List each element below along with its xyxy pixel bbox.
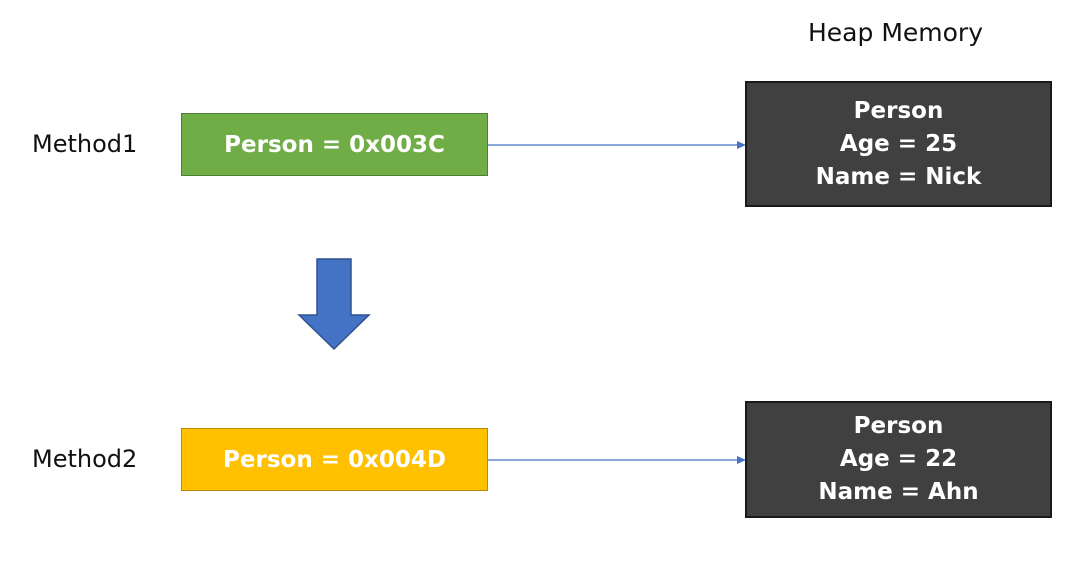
pointer-arrowhead-2 — [737, 456, 746, 464]
pointer-arrowhead-1 — [737, 141, 746, 149]
method1-reference-text: Person = 0x003C — [224, 131, 445, 158]
heap-memory-title: Heap Memory — [808, 18, 983, 47]
heap-object-1-type: Person — [853, 97, 944, 124]
method2-label: Method2 — [32, 445, 138, 473]
method1-reference-box: Person = 0x003C — [181, 113, 488, 176]
heap-object-2: Person Age = 22 Name = Ahn — [745, 401, 1052, 518]
heap-object-1-name: Name = Nick — [815, 163, 982, 190]
method2-reference-box: Person = 0x004D — [181, 428, 488, 491]
down-arrow-icon — [297, 258, 371, 351]
method1-label: Method1 — [32, 130, 138, 158]
heap-object-2-type: Person — [853, 413, 944, 439]
heap-object-2-name: Name = Ahn — [818, 479, 979, 505]
heap-object-1-age: Age = 25 — [839, 130, 958, 157]
method2-reference-text: Person = 0x004D — [223, 446, 446, 473]
heap-object-2-age: Age = 22 — [839, 446, 958, 472]
heap-object-1: Person Age = 25 Name = Nick — [745, 81, 1052, 207]
